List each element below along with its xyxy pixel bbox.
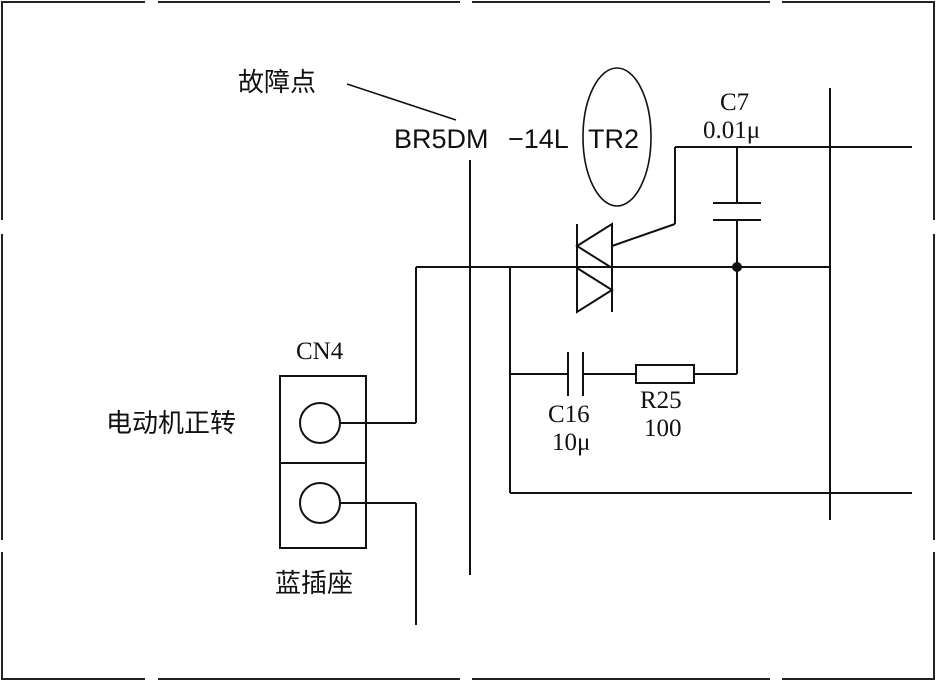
c16-value: 10μ xyxy=(552,429,590,456)
fault-pointer-line xyxy=(346,83,457,121)
connector-cn4-symbol xyxy=(279,375,367,549)
capacitor-c7-symbol xyxy=(713,202,761,221)
blue-socket-label: 蓝插座 xyxy=(275,569,353,599)
capacitor-c16-symbol xyxy=(567,352,584,396)
wiring xyxy=(340,88,912,625)
connector-pin-2 xyxy=(299,482,341,524)
c16-designator: C16 xyxy=(548,401,590,428)
junction-dot xyxy=(732,262,742,272)
gate-lead-wire xyxy=(611,223,676,247)
connector-designator: CN4 xyxy=(296,338,344,365)
fault-highlight-ellipse xyxy=(582,67,652,207)
connector-pin-1 xyxy=(299,402,341,444)
r25-designator: R25 xyxy=(640,387,682,414)
resistor-r25-symbol xyxy=(635,364,695,384)
triac-part-suffix: −14L xyxy=(508,124,569,154)
c7-value: 0.01μ xyxy=(703,117,760,144)
fault-point-label: 故障点 xyxy=(238,68,316,98)
triac-tr2-symbol xyxy=(575,222,614,314)
motor-forward-label: 电动机正转 xyxy=(106,409,236,439)
triac-part-number: BR5DM xyxy=(394,124,489,154)
r25-value: 100 xyxy=(644,415,682,442)
c7-designator: C7 xyxy=(720,89,749,116)
triac-designator: TR2 xyxy=(588,124,639,154)
